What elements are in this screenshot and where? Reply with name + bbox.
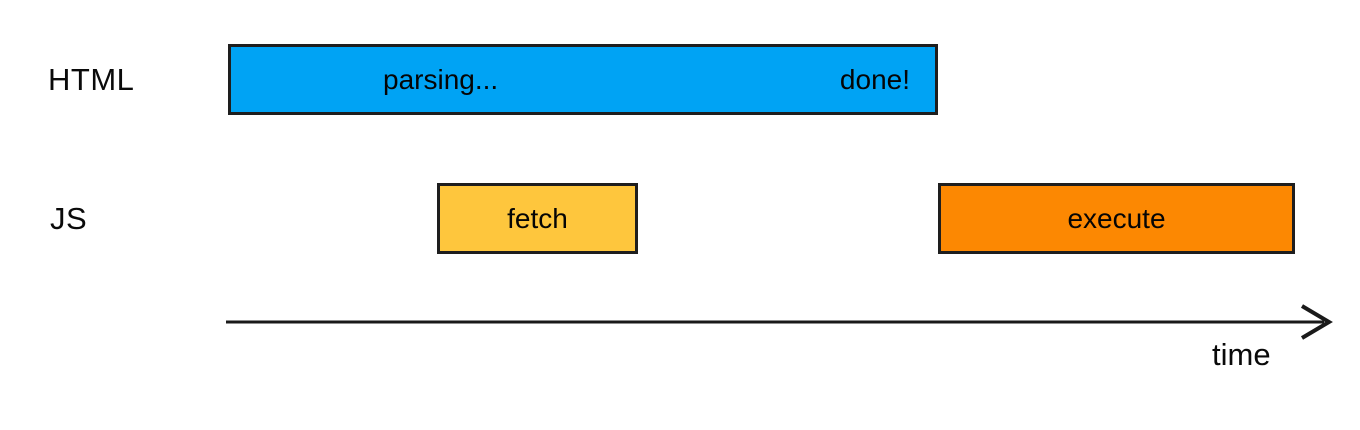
row-label-js: JS bbox=[50, 200, 88, 236]
js-execute-bar: execute bbox=[938, 183, 1295, 254]
fetch-text: fetch bbox=[507, 202, 568, 234]
parsing-text: parsing... bbox=[383, 63, 499, 95]
row-label-html: HTML bbox=[48, 61, 135, 97]
time-axis-label: time bbox=[1212, 337, 1271, 372]
html-parsing-bar: parsing... done! bbox=[228, 44, 938, 115]
done-text: done! bbox=[839, 63, 910, 95]
execute-text: execute bbox=[1067, 202, 1166, 234]
js-fetch-bar: fetch bbox=[437, 183, 638, 254]
